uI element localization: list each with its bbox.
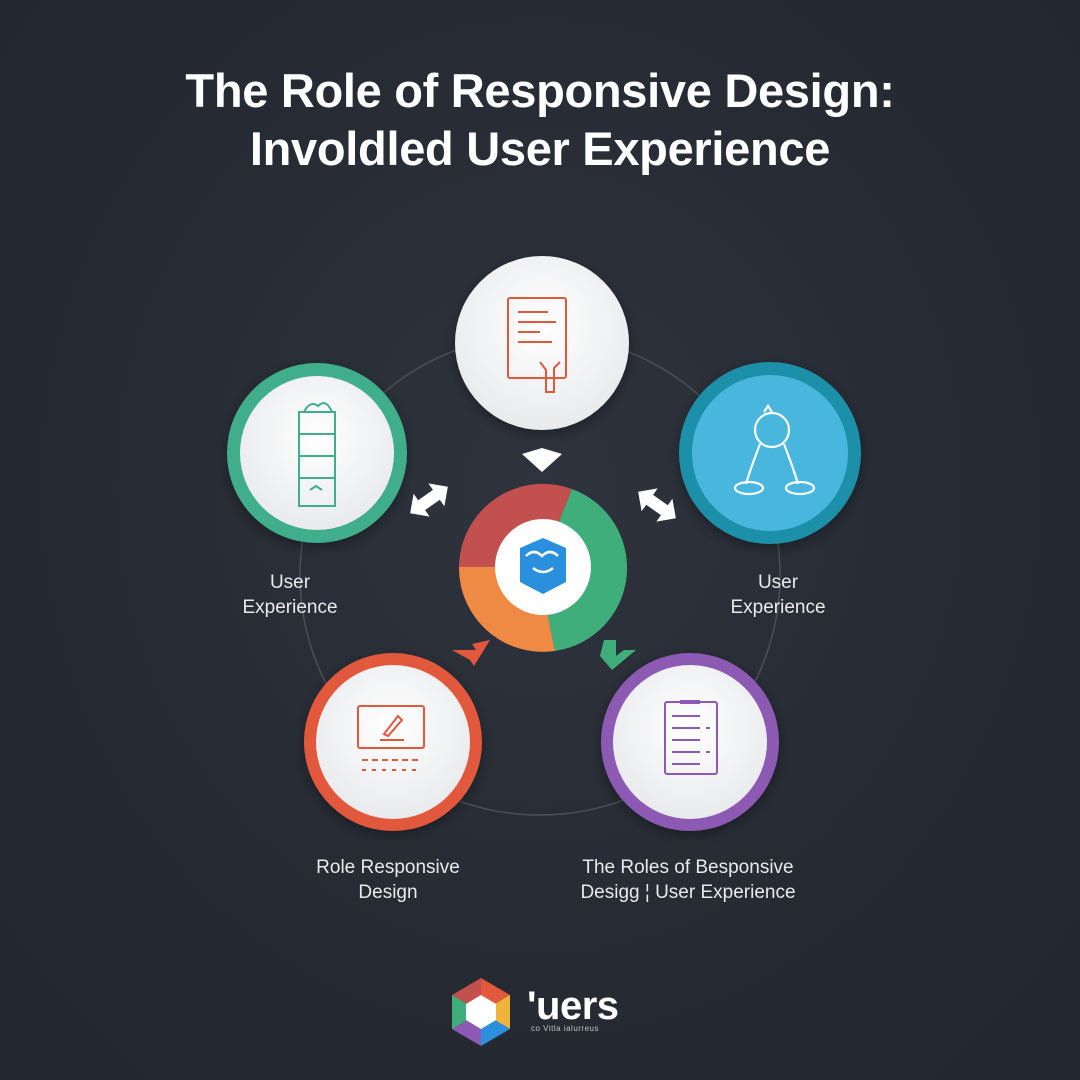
node-bottom-left[interactable]: [304, 653, 482, 831]
arrow-top-icon: [522, 448, 562, 472]
cube-face-icon: [520, 538, 566, 594]
label-right: User Experience: [730, 572, 826, 618]
arrow-right-icon: [638, 488, 676, 522]
label-left: User Experience: [242, 572, 338, 618]
checklist-icon: [664, 700, 718, 775]
label-bottom-right: The Roles of Bespon­sive Desigɡ ¦ User E…: [580, 857, 796, 903]
center-segment-red: [459, 483, 572, 567]
label-bottom-left: Role Responsive Design: [316, 857, 460, 903]
brand-logo-icon: [452, 978, 510, 1046]
center-hub[interactable]: [458, 483, 628, 652]
page-title: The Role of Responsive Design: Involdled…: [0, 62, 1080, 178]
person-icon: [733, 404, 816, 496]
arrow-bottom-right-icon: [600, 640, 636, 670]
arrow-left-icon: [410, 483, 448, 517]
document-icon: [507, 297, 567, 393]
center-segment-orange: [458, 567, 555, 652]
node-right[interactable]: [679, 362, 861, 544]
cabinet-icon: [298, 402, 336, 507]
node-bottom-right[interactable]: [601, 653, 779, 831]
arrow-bottom-left-icon: [452, 640, 490, 666]
brand-name: 'uers: [527, 984, 619, 1028]
title-line-1: The Role of Responsive Design:: [185, 64, 895, 117]
title-line-2: Involdled User Experience: [249, 122, 831, 175]
node-left[interactable]: [227, 363, 407, 543]
brand-tagline: co Vitla ialurreus: [531, 1024, 599, 1033]
laptop-icon: [357, 705, 425, 771]
